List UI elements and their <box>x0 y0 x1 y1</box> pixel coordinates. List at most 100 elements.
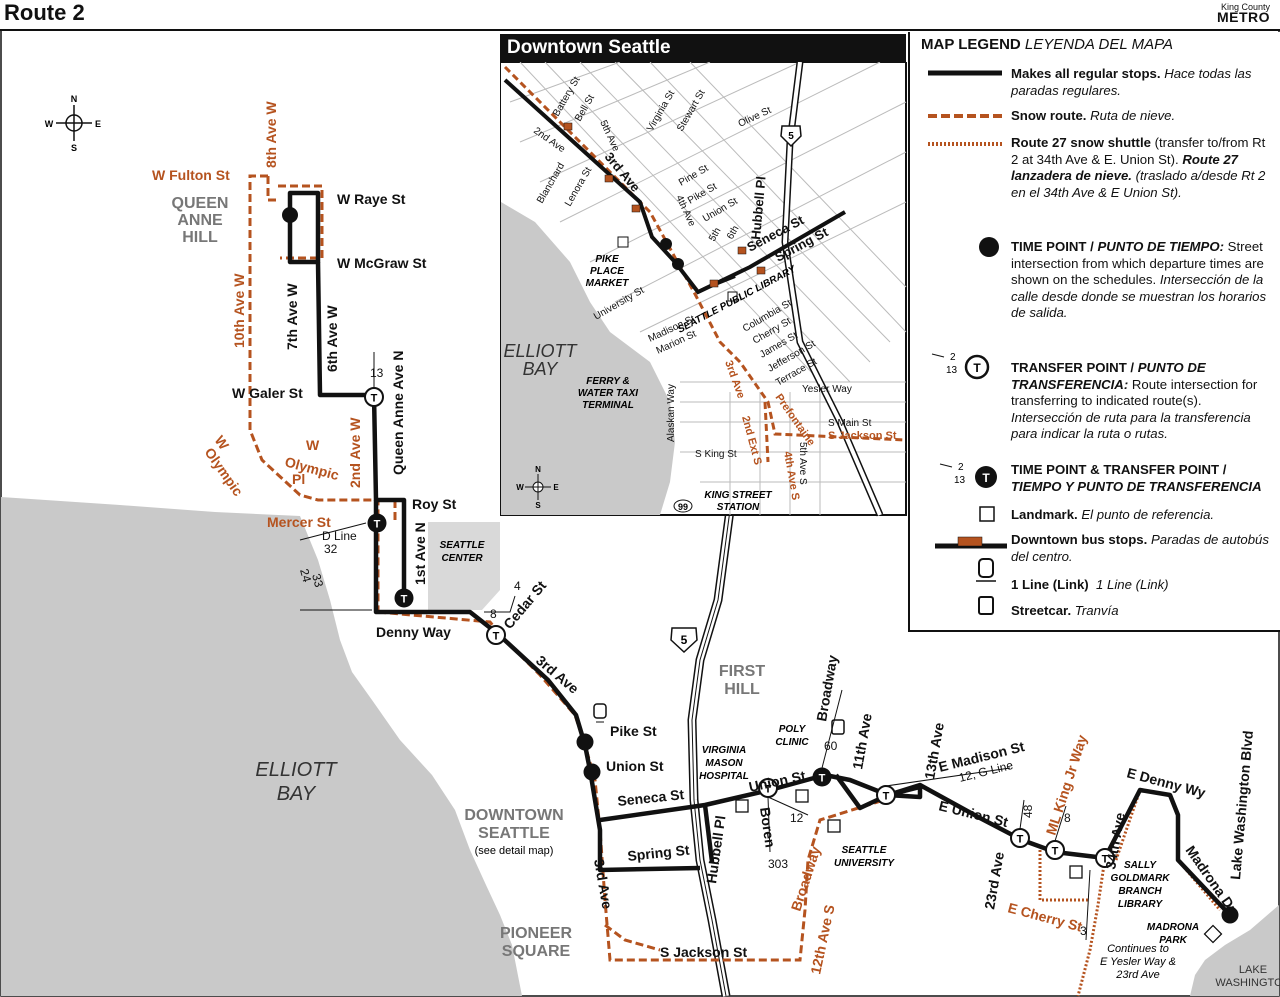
area-first-hill-2: HILL <box>724 681 760 698</box>
street-seneca: Seneca St <box>617 786 686 809</box>
street-2nd-ave-w: 2nd Ave W <box>347 417 363 488</box>
street-cedar: Cedar St <box>500 577 549 632</box>
sally-goldmark-label-3: BRANCH <box>1118 886 1162 897</box>
area-pioneer-square-2: SQUARE <box>502 943 571 960</box>
inset-title: Downtown Seattle <box>500 34 906 62</box>
time-point-madrona[interactable] <box>1221 906 1239 924</box>
inset-ferry: FERRY & <box>586 376 630 387</box>
street-lake-washington-blvd: Lake Washington Blvd <box>1227 730 1256 880</box>
svg-text:T: T <box>819 773 826 785</box>
i5-shield: 5 <box>670 627 698 654</box>
link-rail-icon <box>593 703 607 723</box>
svg-text:5: 5 <box>681 633 688 647</box>
timed-transfer-mercer[interactable]: T <box>367 513 387 533</box>
transfer-60: 60 <box>824 739 838 753</box>
transfer-8b: 8 <box>1064 811 1071 825</box>
seattle-center-label: SEATTLE <box>440 540 485 551</box>
madrona-park-label-2: PARK <box>1159 935 1187 946</box>
street-w-galer: W Galer St <box>232 385 303 401</box>
seattle-center-area <box>428 522 500 610</box>
street-denny: Denny Way <box>376 624 451 640</box>
legend-symbols: T 2 13 T 2 13 <box>928 70 1007 615</box>
legend-item-link: 1 Line (Link) 1 Line (Link) <box>1011 577 1169 592</box>
transfer-4: 4 <box>514 579 521 593</box>
street-w-raye: W Raye St <box>337 191 406 207</box>
inset-elliott-bay-2: BAY <box>523 359 560 379</box>
street-union: Union St <box>606 758 664 774</box>
svg-text:T: T <box>973 361 981 375</box>
street-w-olympic-b: W <box>306 437 320 453</box>
transfer-33: 33 <box>309 572 326 589</box>
street-6th-ave-w: 6th Ave W <box>324 305 340 372</box>
svg-text:S: S <box>535 501 541 510</box>
virginia-mason-label: VIRGINIA <box>702 745 746 756</box>
svg-text:99: 99 <box>678 502 688 512</box>
transfer-8: 8 <box>490 607 497 621</box>
elliott-bay-label-2: BAY <box>277 783 317 805</box>
transfer-connector-lines <box>299 352 1091 941</box>
svg-text:Yesler Way: Yesler Way <box>802 384 852 395</box>
transfer-point-mlk[interactable]: T <box>1045 840 1065 860</box>
poly-clinic-label: POLY <box>779 724 807 735</box>
interstate-5 <box>687 509 735 997</box>
transfer-point-cedar[interactable]: T <box>486 625 506 645</box>
seattle-university-label-2: UNIVERSITY <box>834 858 895 869</box>
svg-text:2: 2 <box>958 462 964 473</box>
svg-text:Hubbell Pl: Hubbell Pl <box>748 176 768 241</box>
inset-ferry-2: WATER TAXI <box>578 388 638 399</box>
street-10th-ave-w: 10th Ave W <box>231 273 247 348</box>
time-point-union[interactable] <box>583 763 601 781</box>
street-spring: Spring St <box>627 842 691 864</box>
svg-text:T: T <box>1102 854 1109 866</box>
street-mercer: Mercer St <box>267 514 331 530</box>
continues-note-3: 23rd Ave <box>1115 969 1159 981</box>
inset-pike-place-2: PLACE <box>590 266 624 277</box>
seattle-university-label: SEATTLE <box>842 845 887 856</box>
downtown-inset: 5 99 N S E W ELLIOTT BAY PIKE PLACE MARK… <box>500 62 907 517</box>
lake-washington-water <box>1190 905 1279 996</box>
agency-logo: King County METRO <box>1217 2 1270 24</box>
inset-elliott-bay: ELLIOTT <box>503 341 578 361</box>
street-boren: Boren <box>757 806 778 848</box>
svg-text:S King St: S King St <box>695 449 737 460</box>
svg-text:Alaskan Way: Alaskan Way <box>666 384 677 442</box>
transfer-48: 48 <box>1021 804 1035 818</box>
svg-text:W: W <box>516 483 524 492</box>
legend-item-time-transfer: TIME POINT & TRANSFER POINT / TIEMPO Y P… <box>1011 462 1262 494</box>
inset-pike-place-3: MARKET <box>586 278 630 289</box>
svg-text:T: T <box>371 393 378 405</box>
legend-item-landmark: Landmark. El punto de referencia. <box>1011 507 1215 522</box>
legend-item-regular: Makes all regular stops. Hace todas las … <box>1011 66 1252 98</box>
transfer-point-23rd[interactable]: T <box>1010 828 1030 848</box>
transfer-3: 3 <box>1080 924 1087 938</box>
street-12th-ave-s: 12th Ave S <box>807 903 837 975</box>
continues-note: Continues to <box>1107 943 1169 955</box>
svg-text:T: T <box>765 784 772 796</box>
transfer-point-galer[interactable]: T <box>364 387 384 407</box>
street-11th-ave: 11th Ave <box>849 712 875 771</box>
area-queen-anne-2: ANNE <box>177 212 223 229</box>
lake-washington-label: LAKE <box>1239 964 1267 976</box>
transfer-point-12th[interactable]: T <box>876 785 896 805</box>
svg-text:E: E <box>95 119 101 129</box>
poly-clinic-label-2: CLINIC <box>775 737 809 748</box>
street-w-fulton: W Fulton St <box>152 167 230 183</box>
svg-text:T: T <box>883 791 890 803</box>
street-3rd-ave-s: 3rd Ave <box>591 858 616 911</box>
timed-transfer-broadway[interactable]: T <box>812 767 832 787</box>
transfer-point-boren[interactable]: T <box>758 778 778 798</box>
time-point-pike[interactable] <box>576 733 594 751</box>
transfer-12: 12 <box>790 811 804 825</box>
area-queen-anne: QUEEN <box>172 195 229 212</box>
street-23rd-ave: 23rd Ave <box>981 850 1007 910</box>
street-1st-ave-n: 1st Ave N <box>412 522 428 585</box>
legend-item-shuttle: Route 27 snow shuttle (transfer to/from … <box>1011 135 1266 200</box>
street-e-union: E Union St <box>937 797 1010 830</box>
time-point-w-raye[interactable] <box>282 207 298 223</box>
elliott-bay-label: ELLIOTT <box>255 759 338 781</box>
timed-transfer-denny[interactable]: T <box>394 588 414 608</box>
transfer-point-34th[interactable]: T <box>1095 848 1115 868</box>
street-8th-ave-w: 8th Ave W <box>263 101 279 168</box>
legend-item-streetcar: Streetcar. Tranvía <box>1011 603 1119 618</box>
